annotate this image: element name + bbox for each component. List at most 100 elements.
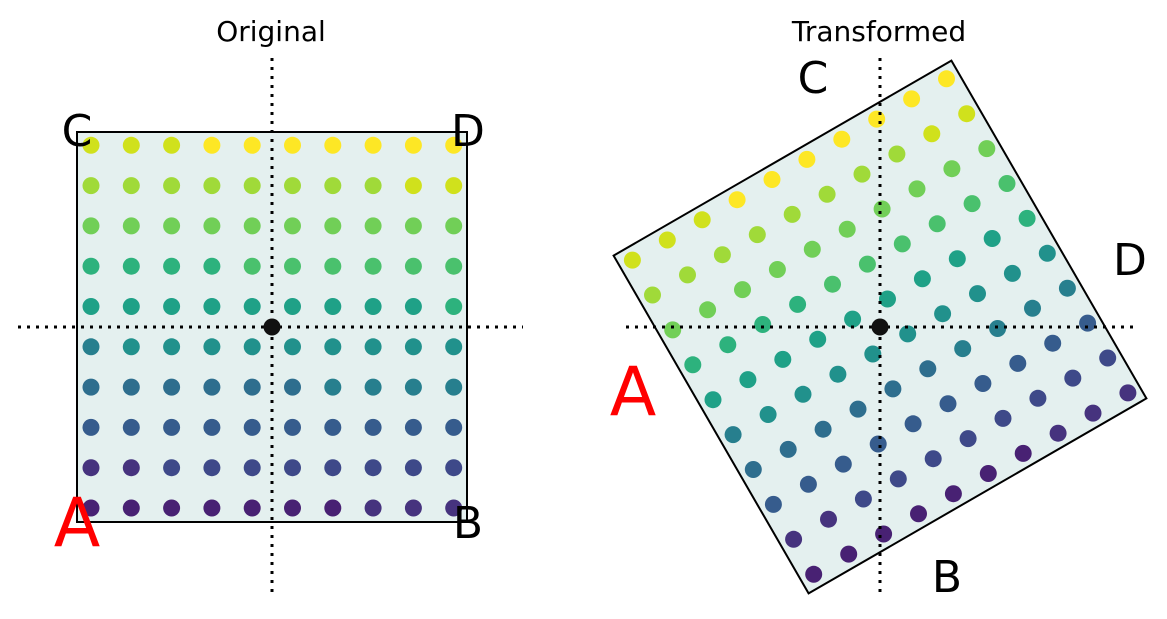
grid-dot	[122, 177, 140, 195]
grid-dot	[82, 136, 100, 154]
grid-dot	[364, 378, 382, 396]
grid-dot	[445, 459, 463, 477]
grid-dot	[163, 338, 181, 356]
grid-dot	[243, 136, 261, 154]
grid-dot	[844, 310, 862, 328]
grid-dot	[1084, 404, 1102, 422]
grid-dot	[794, 385, 812, 403]
grid-dot	[854, 490, 872, 508]
grid-dot	[754, 316, 772, 333]
grid-dot	[82, 257, 100, 275]
grid-dot	[82, 298, 100, 315]
grid-dot	[789, 295, 807, 313]
grid-dot	[888, 145, 906, 163]
grid-dot	[803, 240, 821, 258]
panel-title-transformed: Transformed	[791, 15, 966, 48]
grid-dot	[824, 275, 841, 293]
grid-dot	[445, 136, 463, 154]
grid-dot	[243, 459, 261, 477]
grid-dot	[763, 171, 781, 188]
grid-dot	[869, 435, 887, 453]
grid-dot	[82, 338, 100, 356]
grid-dot	[163, 418, 181, 436]
grid-dot	[203, 257, 221, 275]
grid-dot	[664, 321, 682, 339]
grid-dot	[122, 499, 140, 517]
grid-dot	[938, 70, 955, 88]
grid-dot	[748, 226, 766, 244]
grid-dot	[243, 177, 261, 195]
grid-dot	[324, 257, 342, 275]
grid-dot	[814, 420, 832, 438]
grid-dot	[944, 485, 962, 503]
origin-marker	[263, 318, 281, 336]
grid-dot	[679, 266, 696, 284]
corner-label-d: D	[1113, 235, 1147, 286]
grid-dot	[879, 290, 896, 308]
grid-dot	[404, 177, 422, 195]
grid-dot	[1064, 369, 1082, 387]
grid-dot	[805, 565, 823, 583]
grid-dot	[284, 338, 301, 356]
grid-dot	[943, 160, 961, 178]
grid-dot	[404, 338, 422, 356]
grid-dot	[324, 136, 342, 154]
grid-dot	[853, 165, 871, 183]
grid-dot	[122, 136, 140, 154]
grid-dot	[364, 177, 382, 195]
grid-dot	[963, 195, 981, 213]
grid-dot	[799, 475, 817, 493]
grid-dot	[122, 298, 140, 315]
grid-dot	[724, 426, 742, 444]
grid-dot	[364, 136, 382, 154]
corner-label-c: C	[62, 106, 93, 157]
grid-dot	[924, 450, 942, 468]
grid-dot	[243, 257, 261, 275]
grid-dot	[820, 510, 837, 528]
panel-original: Original A B C D	[18, 15, 523, 598]
grid-dot	[1024, 299, 1041, 317]
grid-dot	[873, 200, 891, 218]
corner-label-a: A	[54, 484, 101, 563]
grid-dot	[445, 378, 463, 396]
grid-dot	[445, 338, 463, 356]
grid-dot	[884, 380, 902, 398]
grid-dot	[1018, 209, 1036, 227]
grid-dot	[324, 499, 342, 517]
grid-dot	[969, 285, 986, 303]
grid-dot	[243, 298, 261, 315]
grid-dot	[82, 418, 100, 436]
grid-dot	[445, 257, 463, 275]
grid-dot	[364, 338, 382, 356]
grid-dot	[163, 499, 181, 517]
grid-dot	[979, 465, 997, 482]
grid-dot	[163, 136, 181, 154]
grid-dot	[739, 371, 757, 389]
grid-dot	[122, 378, 140, 396]
grid-dot	[364, 459, 382, 477]
grid-dot	[1014, 444, 1032, 462]
grid-dot	[404, 499, 422, 517]
grid-dot	[1009, 354, 1027, 372]
grid-dot	[203, 459, 221, 477]
grid-dot	[923, 125, 941, 143]
grid-dot	[284, 177, 301, 195]
grid-dot	[122, 338, 140, 356]
grid-dot	[958, 105, 976, 123]
grid-dot	[404, 298, 422, 315]
grid-dot	[1119, 384, 1137, 402]
grid-dot	[82, 177, 100, 195]
grid-dot	[1044, 334, 1062, 352]
grid-dot	[445, 217, 463, 235]
grid-dot	[163, 257, 181, 275]
grid-dot	[974, 375, 992, 392]
panel-title-original: Original	[216, 15, 326, 48]
grid-dot	[983, 230, 1001, 247]
grid-dot	[919, 360, 937, 378]
grid-dot	[404, 459, 422, 477]
grid-dot	[948, 250, 966, 268]
grid-dot	[889, 470, 907, 488]
grid-dot	[404, 217, 422, 235]
grid-dot	[404, 257, 422, 275]
